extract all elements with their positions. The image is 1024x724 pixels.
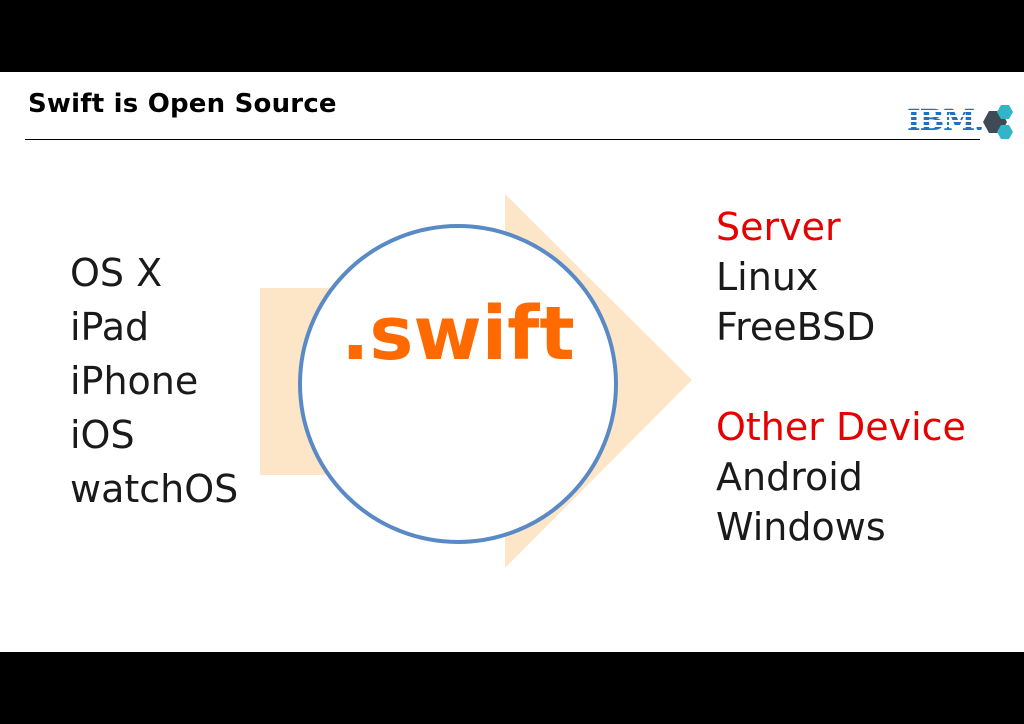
list-item: FreeBSD <box>716 305 876 349</box>
swift-circle <box>298 224 618 544</box>
list-item: iPad <box>70 305 150 349</box>
hex-teal-bottom-icon <box>997 125 1013 139</box>
list-item: iOS <box>70 413 135 457</box>
slide-title: Swift is Open Source <box>28 89 337 119</box>
list-item: Windows <box>716 505 886 549</box>
letterbox-top <box>0 0 1024 72</box>
flow-graphic <box>260 194 692 568</box>
platform-list-left: OS X iPad iPhone iOS watchOS <box>70 246 238 516</box>
list-item: Android <box>716 455 863 499</box>
list-item: Linux <box>716 255 819 299</box>
letterbox-bottom <box>0 652 1024 724</box>
server-heading: Server <box>716 205 841 249</box>
ibm-logo-wordmark: IBM. <box>907 103 984 137</box>
swift-label: .swift <box>341 291 575 377</box>
list-item: watchOS <box>70 467 239 511</box>
hexagon-icon <box>983 105 1013 139</box>
platform-list-right: Server Linux FreeBSD Other Device Androi… <box>716 202 966 552</box>
title-divider <box>25 139 980 140</box>
list-item: OS X <box>70 251 163 295</box>
list-spacer <box>716 352 966 402</box>
hex-teal-top-icon <box>997 105 1013 119</box>
other-device-heading: Other Device <box>716 405 966 449</box>
ibm-logo: IBM. <box>905 100 1017 144</box>
list-item: iPhone <box>70 359 199 403</box>
slide: Swift is Open Source IBM. .swift OS X iP… <box>0 72 1024 652</box>
